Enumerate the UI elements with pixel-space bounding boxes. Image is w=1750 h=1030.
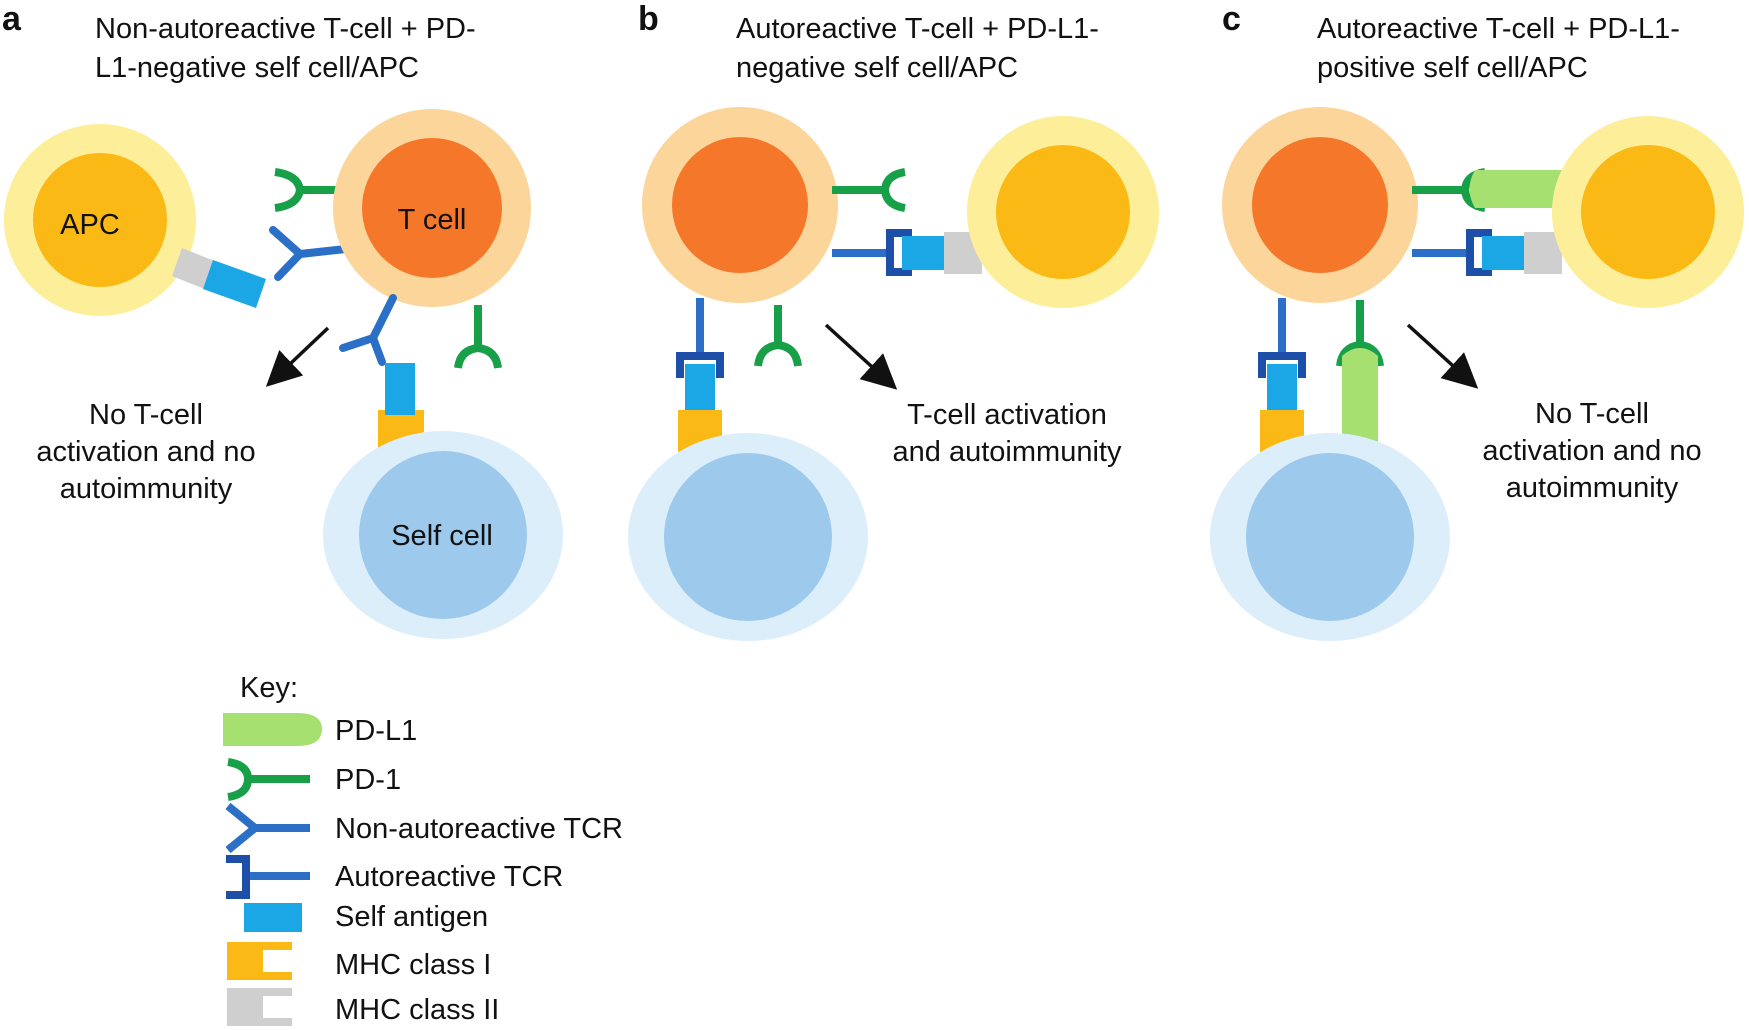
pd-1-icon	[832, 168, 906, 212]
self-cell	[1210, 433, 1450, 641]
self-antigen-icon	[203, 260, 266, 308]
self-antigen-icon	[244, 903, 302, 932]
panel-c-title-line1: Autoreactive T-cell + PD-L1-	[1317, 13, 1680, 45]
autoreactive-tcr-icon	[832, 229, 912, 276]
apc-cell	[967, 116, 1159, 308]
panel-c: c Autoreactive T-cell + PD-L1- positive …	[1210, 0, 1744, 641]
pd-l1-icon	[1342, 348, 1378, 448]
panel-c-outcome-line1: No T-cell	[1535, 398, 1649, 430]
autoreactive-tcr-icon	[676, 298, 724, 378]
pd-1-icon	[454, 305, 502, 369]
panel-c-letter: c	[1222, 0, 1241, 38]
self-antigen-icon	[1267, 364, 1297, 416]
key-label-pd-l1: PD-L1	[335, 715, 417, 747]
panel-a-letter: a	[2, 0, 22, 38]
pd-1-icon	[227, 758, 310, 801]
t-cell	[1222, 107, 1418, 303]
apc-cell	[4, 124, 196, 316]
panel-a: a Non-autoreactive T-cell + PD- L1-negat…	[2, 0, 563, 639]
panel-a-title-line1: Non-autoreactive T-cell + PD-	[95, 13, 476, 45]
self-antigen-icon	[1482, 236, 1527, 270]
panel-b-letter: b	[638, 0, 659, 38]
key-label-pd-1: PD-1	[335, 764, 401, 796]
non-autoreactive-tcr-icon	[225, 802, 310, 854]
outcome-arrow	[265, 326, 330, 387]
t-cell-label: T cell	[398, 204, 467, 236]
panel-a-title-line2: L1-negative self cell/APC	[95, 52, 419, 84]
mhc-class-1-icon	[227, 942, 292, 980]
self-antigen-icon	[685, 364, 715, 416]
autoreactive-tcr-icon	[1412, 229, 1492, 276]
t-cell	[642, 107, 838, 303]
outcome-arrow	[824, 323, 898, 390]
non-autoreactive-tcr-icon	[339, 294, 397, 366]
self-antigen-icon	[902, 236, 947, 270]
panel-b-outcome-line2: and autoimmunity	[893, 436, 1122, 468]
key-label-mhc-class-1: MHC class I	[335, 949, 491, 981]
key-label-autoreactive-tcr: Autoreactive TCR	[335, 861, 563, 893]
apc-label: APC	[60, 209, 120, 241]
autoreactive-tcr-icon	[1258, 298, 1306, 378]
autoreactive-tcr-icon	[226, 855, 310, 899]
panel-b-title-line2: negative self cell/APC	[736, 52, 1018, 84]
apc-cell	[1552, 116, 1744, 308]
self-antigen-icon	[385, 363, 415, 415]
key-label-non-autoreactive-tcr: Non-autoreactive TCR	[335, 813, 623, 845]
self-cell	[628, 433, 868, 641]
pd-l1-icon	[1469, 170, 1570, 208]
panel-b-title-line1: Autoreactive T-cell + PD-L1-	[736, 13, 1099, 45]
key-legend: Key: PD-L1 PD-1 Non-autoreactive TCR Aut…	[223, 672, 623, 1026]
panel-a-outcome-line1: No T-cell	[89, 399, 203, 431]
outcome-arrow	[1406, 323, 1479, 389]
panel-a-outcome-line2: activation and no	[36, 436, 255, 468]
self-cell-label: Self cell	[391, 520, 493, 552]
t-cell	[333, 109, 531, 307]
mhc-class-2-icon	[227, 988, 292, 1026]
mhc-class-2-icon	[1524, 232, 1562, 274]
panel-b-outcome-line1: T-cell activation	[907, 399, 1107, 431]
key-title: Key:	[240, 672, 298, 704]
key-label-self-antigen: Self antigen	[335, 901, 488, 933]
panel-c-outcome-line3: autoimmunity	[1506, 472, 1679, 504]
pd-l1-icon	[223, 713, 322, 746]
pd-1-icon	[754, 305, 802, 367]
panel-c-outcome-line2: activation and no	[1482, 435, 1701, 467]
key-label-mhc-class-2: MHC class II	[335, 994, 499, 1026]
panel-c-title-line2: positive self cell/APC	[1317, 52, 1588, 84]
panel-a-outcome-line3: autoimmunity	[60, 473, 233, 505]
self-cell	[323, 431, 563, 639]
panel-b: b Autoreactive T-cell + PD-L1- negative …	[628, 0, 1159, 641]
